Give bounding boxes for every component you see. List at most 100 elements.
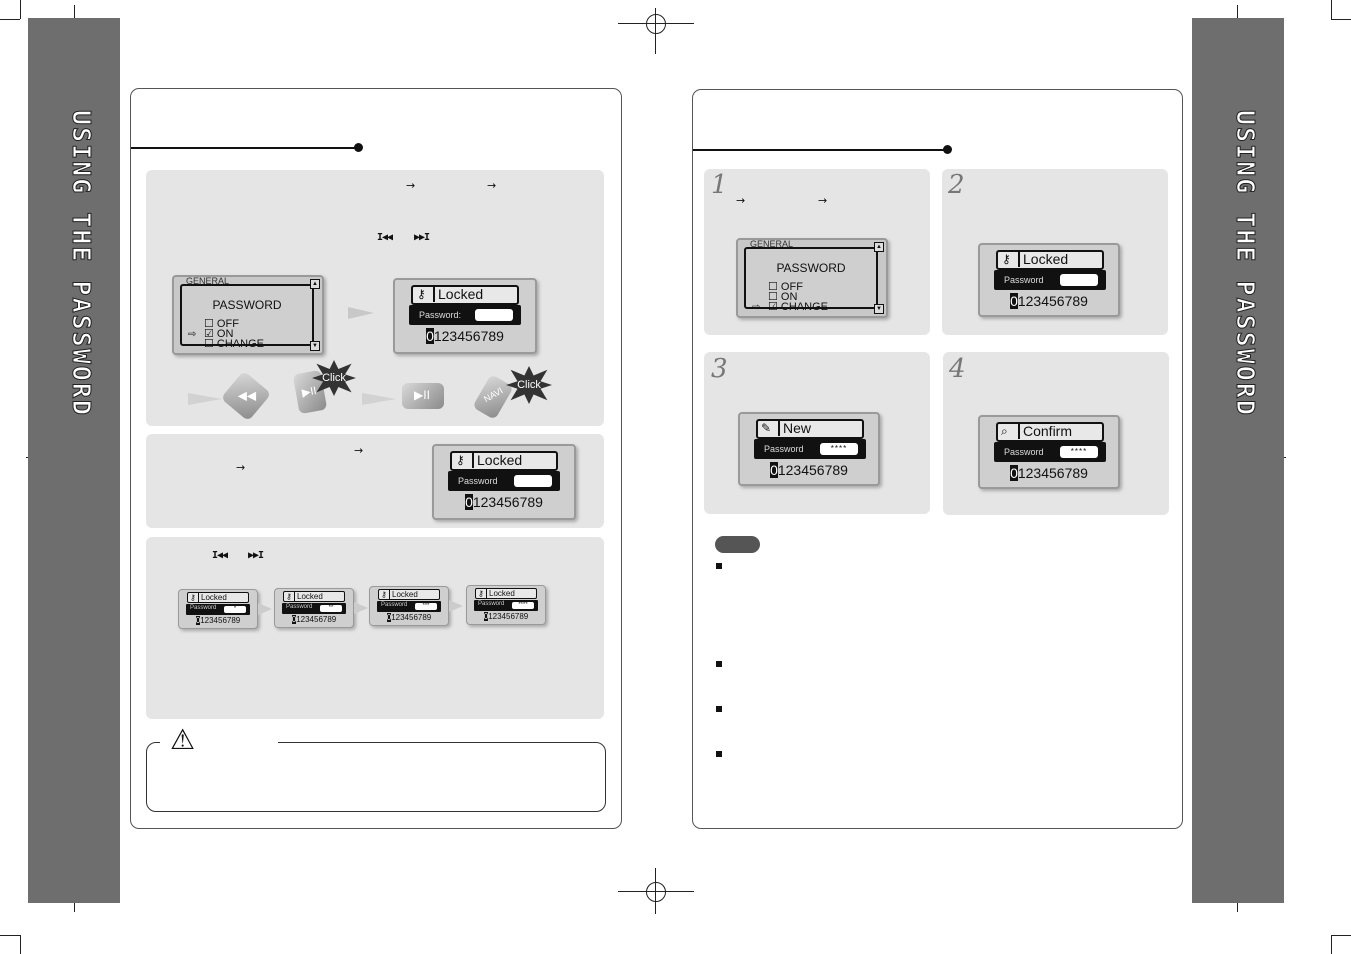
lcd-locked-screen: ⚷ Locked Password 0123456789 (978, 243, 1120, 317)
flow-arrow-icon (348, 307, 374, 319)
flow-arrow-icon (362, 393, 396, 405)
pencil-icon: ✎ (761, 421, 772, 435)
password-bar: Password (448, 471, 560, 491)
digit-row: 0123456789 (370, 613, 448, 622)
lcd-title-bar: ⌕ Confirm (996, 422, 1104, 442)
digit-row: 0123456789 (740, 462, 878, 478)
digit-list: 123456789 (777, 462, 848, 478)
password-label: Password (764, 444, 804, 454)
navi-label: NAVI (481, 385, 505, 405)
sidebar-title: USING THE PASSWORD (1231, 110, 1261, 418)
password-bar: Password* (186, 604, 250, 615)
password-label: Password (1004, 275, 1044, 285)
digit-cursor: 0 (1010, 293, 1018, 309)
lcd-title-bar: ⚷Locked (283, 591, 345, 602)
crop-mark (1331, 935, 1332, 954)
password-label-text: Password (419, 310, 459, 320)
flow-arrow-icon (449, 600, 463, 612)
step-number: 3 (711, 354, 728, 384)
key-icon: ⚷ (417, 287, 426, 301)
digit-cursor: 0 (291, 615, 297, 624)
password-field (1060, 274, 1098, 286)
digit-cursor: 0 (770, 462, 778, 478)
password-field (514, 475, 552, 487)
password-field: **** (512, 602, 534, 609)
lcd-title: Confirm (1018, 423, 1072, 439)
lcd-title: Locked (486, 589, 515, 598)
lcd-title: Locked (389, 590, 418, 599)
warning-header-gap (160, 730, 278, 752)
crop-mark (0, 935, 20, 936)
password-label: Password (458, 476, 498, 486)
bullet-icon (716, 563, 722, 569)
lcd-menu-option: ☐ OFF (204, 318, 239, 330)
option-off: OFF (780, 281, 803, 293)
arrow-icon: → (736, 194, 746, 207)
password-bar: Password*** (377, 601, 441, 612)
option-off: OFF (216, 318, 239, 330)
password-label: Password (1004, 447, 1044, 457)
digit-row: 0123456789 (395, 328, 535, 344)
bullet-icon (716, 751, 722, 757)
scroll-down-icon: ▼ (310, 341, 320, 351)
scroll-up-icon: ▲ (310, 279, 320, 289)
play-button-image: ▶II (402, 383, 444, 409)
rule-dot (943, 145, 952, 154)
click-burst: Click (312, 360, 356, 396)
password-bar: Password (994, 270, 1106, 290)
password-field (475, 309, 513, 321)
pointer-arrow-icon: ⇨ (752, 302, 761, 313)
crop-mark (20, 0, 21, 19)
key-icon: ⚷ (190, 593, 196, 602)
lcd-menu-option: ☑ ON (204, 328, 234, 340)
lcd-title: Locked (472, 452, 522, 468)
lcd-menu-title: PASSWORD (776, 261, 846, 275)
digit-cursor: 0 (1010, 465, 1018, 481)
option-change: CHANGE (780, 301, 828, 313)
arrow-icon: → (406, 179, 416, 192)
skip-back-icon: I◀◀ (377, 232, 393, 243)
digit-row: 0123456789 (980, 465, 1118, 481)
crop-mark (0, 19, 20, 20)
lcd-menu-option: ☐ CHANGE (204, 338, 264, 350)
rule-dot (354, 143, 363, 152)
flow-arrow-icon (258, 603, 272, 615)
skip-forward-icon: ▶▶I (248, 550, 264, 561)
lcd-menu-header: GENERAL (750, 239, 794, 249)
lcd-title: New (778, 420, 811, 436)
password-field: **** (820, 443, 858, 455)
digit-cursor: 0 (465, 494, 473, 510)
key-icon: ⚷ (456, 453, 465, 467)
step-number: 2 (948, 170, 965, 200)
crop-mark (1331, 0, 1332, 19)
lcd-title-bar: ⚷ Locked (450, 451, 558, 471)
play-pause-icon: ▶II (301, 384, 318, 400)
lcd-menu-header: GENERAL (186, 276, 230, 286)
digit-list: 123456789 (488, 612, 529, 621)
digit-list: 123456789 (200, 616, 241, 625)
password-label: Password (286, 604, 313, 610)
key-icon: ⚷ (381, 590, 387, 599)
password-field: *** (415, 603, 437, 610)
lcd-title-bar: ✎ New (756, 419, 864, 439)
lcd-title-bar: ⚷Locked (378, 589, 440, 600)
digit-row: 0123456789 (467, 612, 545, 621)
lcd-menu-option: ☐ OFF (768, 281, 803, 293)
lcd-menu-option: ☐ ON (768, 291, 798, 303)
section-rule (693, 149, 947, 151)
digit-list: 123456789 (1017, 293, 1088, 309)
arrow-icon: → (236, 461, 246, 474)
password-field: **** (1060, 446, 1098, 458)
lcd-title-bar: ⚷ Locked (411, 285, 519, 305)
note-badge (715, 536, 760, 553)
warning-icon: ⚠ (170, 724, 196, 755)
flow-arrow-icon (354, 602, 368, 614)
password-label: Password (190, 605, 217, 611)
magnifier-icon: ⌕ (1001, 424, 1008, 438)
lcd-title: Locked (294, 592, 323, 601)
digit-list: 123456789 (472, 494, 543, 510)
digit-cursor: 0 (386, 613, 392, 622)
